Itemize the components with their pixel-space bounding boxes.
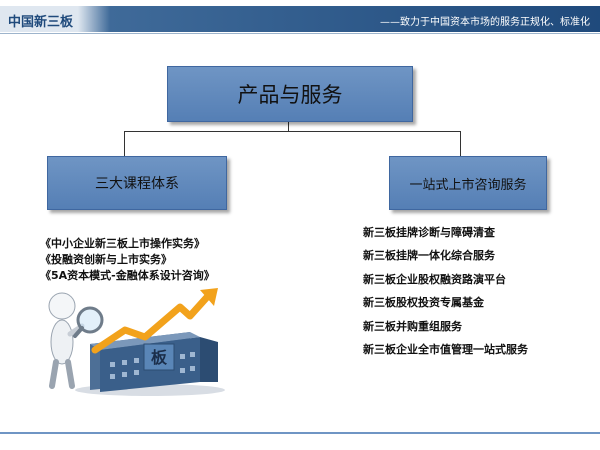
connector-left-down: [124, 131, 125, 156]
connector-horizontal: [124, 131, 461, 132]
brand-name: 中国新三板: [8, 11, 73, 30]
right-branch-node: 一站式上市咨询服务: [389, 156, 547, 210]
growth-illustration: 板: [40, 282, 230, 402]
footer-divider: [0, 432, 600, 434]
header-slogan: ——致力于中国资本市场的服务正规化、标准化: [380, 13, 590, 28]
service-item: 新三板企业股权融资路演平台: [363, 273, 598, 296]
left-branch-node: 三大课程体系: [47, 156, 227, 210]
connector-right-down: [460, 131, 461, 156]
root-node: 产品与服务: [167, 66, 413, 122]
service-item: 新三板企业全市值管理一站式服务: [363, 343, 598, 366]
sign-text: 板: [151, 348, 168, 367]
service-item: 新三板并购重组服务: [363, 320, 598, 343]
service-list: 新三板挂牌诊断与障碍清查 新三板挂牌一体化综合服务 新三板企业股权融资路演平台 …: [363, 226, 598, 366]
course-item: 《投融资创新与上市实务》: [40, 252, 270, 268]
service-item: 新三板挂牌诊断与障碍清查: [363, 226, 598, 249]
course-list: 《中小企业新三板上市操作实务》 《投融资创新与上市实务》 《5A资本模式-金融体…: [40, 236, 270, 284]
header-bar: 中国新三板 ——致力于中国资本市场的服务正规化、标准化: [0, 6, 600, 32]
service-item: 新三板挂牌一体化综合服务: [363, 249, 598, 272]
service-item: 新三板股权投资专属基金: [363, 296, 598, 319]
header-divider: [0, 33, 600, 34]
course-item: 《中小企业新三板上市操作实务》: [40, 236, 270, 252]
